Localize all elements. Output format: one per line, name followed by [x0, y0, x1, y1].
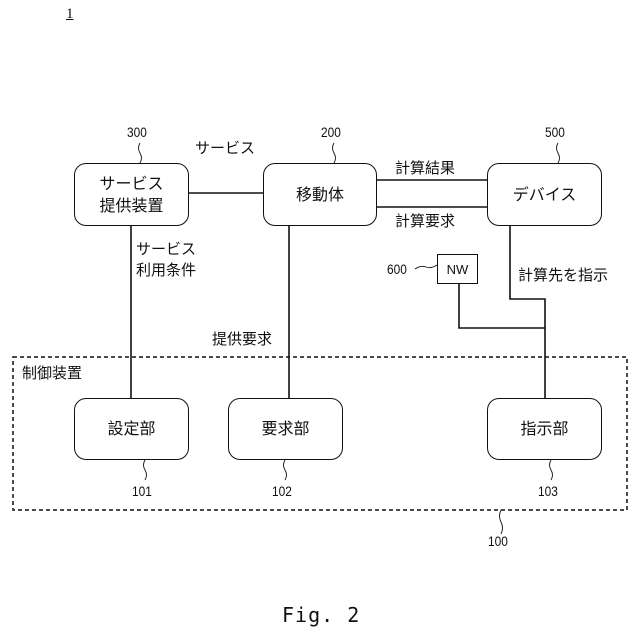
ref-103: 103 [538, 483, 558, 499]
control-device-label: 制御装置 [22, 364, 82, 382]
ref-500: 500 [545, 124, 565, 140]
edge-label-calc-result: 計算結果 [395, 159, 455, 177]
edge-label-service-terms-line2: 利用条件 [136, 261, 196, 279]
ref-300: 300 [127, 124, 147, 140]
leader-300 [139, 143, 142, 163]
figure-caption: Fig. 2 [282, 603, 360, 627]
mobile-label: 移動体 [296, 184, 344, 206]
ref-101: 101 [132, 483, 152, 499]
network-label: NW [447, 262, 469, 277]
ref-600: 600 [387, 261, 407, 277]
device-label: デバイス [513, 184, 577, 206]
ref-102: 102 [272, 483, 292, 499]
request-unit-label: 要求部 [261, 418, 309, 440]
edge-network [459, 284, 545, 328]
ref-100: 100 [488, 533, 508, 549]
network-box[interactable]: NW [437, 254, 478, 284]
leader-600 [415, 265, 437, 269]
service-provider-box[interactable]: サービス 提供装置 [74, 163, 189, 226]
leader-200 [333, 143, 336, 163]
service-provider-label-line1: サービス [99, 173, 163, 195]
edge-label-calc-request: 計算要求 [395, 212, 455, 230]
leader-102 [284, 460, 287, 480]
system-reference-number: 1 [66, 6, 74, 23]
device-box[interactable]: デバイス [487, 163, 602, 226]
instruction-unit-box[interactable]: 指示部 [487, 398, 602, 460]
service-provider-label-line2: 提供装置 [99, 195, 163, 217]
edge-label-provide-request: 提供要求 [212, 330, 272, 348]
request-unit-box[interactable]: 要求部 [228, 398, 343, 460]
setting-unit-label: 設定部 [107, 418, 155, 440]
leader-100 [500, 510, 503, 534]
leader-103 [550, 460, 553, 480]
setting-unit-box[interactable]: 設定部 [74, 398, 189, 460]
edge-label-service-terms-line1: サービス [136, 240, 196, 258]
leader-101 [144, 460, 147, 480]
edge-label-service: サービス [195, 139, 255, 157]
mobile-box[interactable]: 移動体 [263, 163, 377, 226]
edge-calc-destination [510, 226, 545, 398]
instruction-unit-label: 指示部 [520, 418, 568, 440]
leader-500 [557, 143, 560, 163]
ref-200: 200 [321, 124, 341, 140]
edge-label-calc-destination: 計算先を指示 [518, 266, 608, 284]
